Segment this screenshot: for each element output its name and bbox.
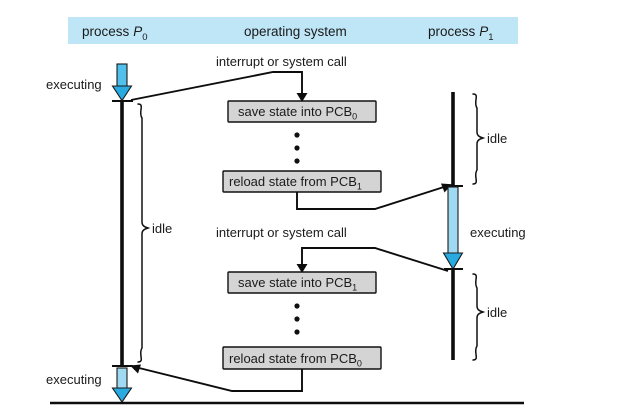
flow-reload-pcb1-to-p1 — [296, 185, 448, 210]
arrowhead-save-pcb0 — [296, 93, 308, 102]
p0-executing-label-top: executing — [46, 77, 102, 92]
arrowhead-save-pcb1 — [296, 264, 308, 273]
box-reload-state-pcb0-label: reload state from PCB0 — [229, 351, 362, 369]
flow-reload-pcb0-to-p0 — [134, 366, 303, 392]
flow-p0-to-save-pcb0 — [130, 71, 303, 101]
p1-executing-arrow — [442, 186, 464, 271]
p0-executing-arrow-top — [111, 63, 133, 102]
p0-executing-arrow-bottom — [111, 367, 133, 403]
box-save-state-pcb1 — [227, 271, 377, 294]
p1-executing-label: executing — [470, 225, 526, 240]
box-save-state-pcb0-label: save state into PCB0 — [238, 104, 357, 122]
p1-idle-label-bottom: idle — [487, 305, 507, 320]
box-save-state-pcb0 — [227, 100, 377, 123]
p0-idle-brace — [137, 103, 151, 363]
event-label-2: interrupt or system call — [216, 225, 347, 240]
p0-idle-label: idle — [152, 221, 172, 236]
box-reload-state-pcb1 — [222, 170, 382, 193]
p1-idle-brace-bottom — [472, 273, 486, 361]
event-label-1: interrupt or system call — [216, 54, 347, 69]
ellipsis-2 — [294, 303, 300, 335]
box-save-state-pcb1-label: save state into PCB1 — [238, 275, 357, 293]
header-label-operating-system: operating system — [244, 24, 347, 39]
box-reload-state-pcb1-label: reload state from PCB1 — [229, 174, 362, 192]
p1-idle-label-top: idle — [487, 131, 507, 146]
p1-idle-brace-top — [472, 93, 486, 185]
p0-executing-label-bottom: executing — [46, 372, 102, 387]
flow-p1-to-save-pcb1 — [301, 247, 449, 272]
ellipsis-1 — [294, 132, 300, 164]
header-band — [68, 17, 518, 44]
arrowhead-to-p0 — [130, 364, 141, 374]
